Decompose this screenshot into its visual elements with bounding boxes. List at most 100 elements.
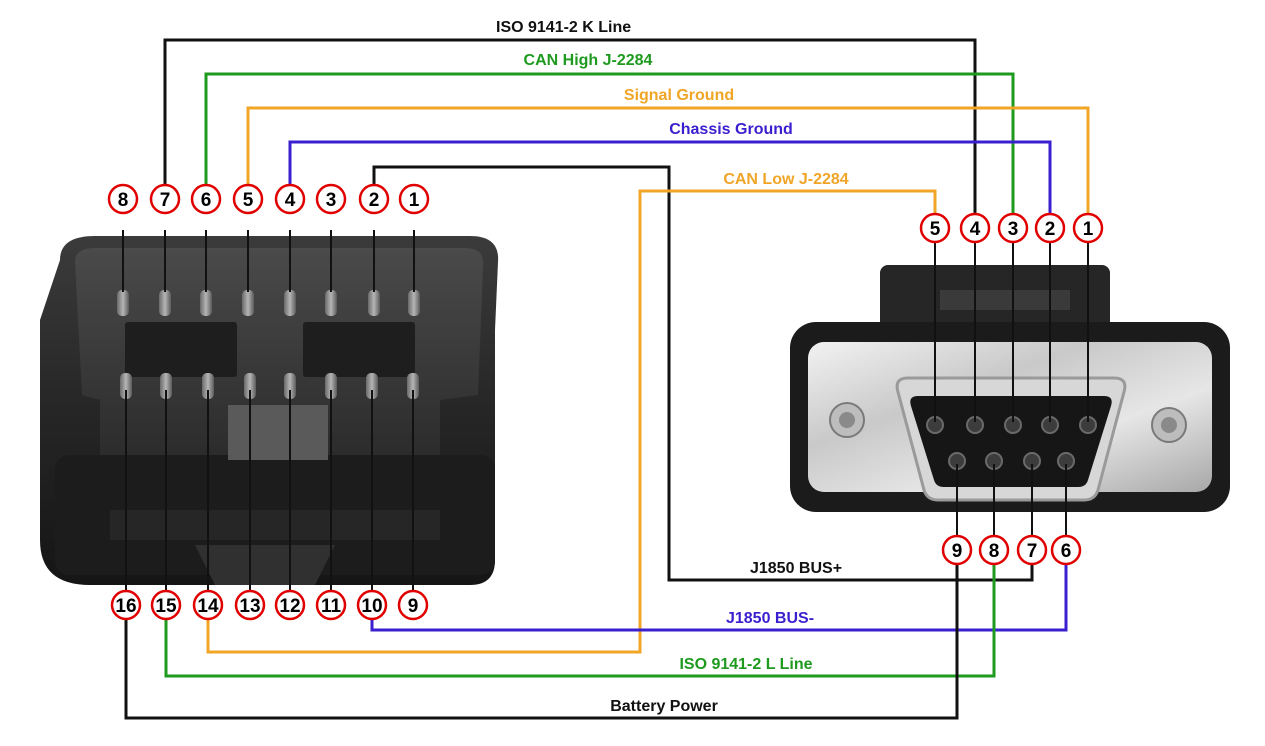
obd2-face [75,248,484,455]
obd2-pin-label-11-ring [315,589,347,621]
obd2-contact-bottom-13 [244,373,256,399]
label-j1850-bus-minus: J1850 BUS- [726,610,814,627]
db9-pin-label-9-ring [941,534,973,566]
obd2-pin-label-16-ring [110,589,142,621]
obd2-contact-bottom-12 [284,373,296,399]
db9-pin-label-1-ring [1072,212,1104,244]
wire-signal-ground [246,106,1090,213]
obd2-pin-label-1-ring [398,183,430,215]
obd2-pin-label-15: 15 [150,589,182,621]
wire-battery-power [124,565,959,720]
db9-pin-label-5-number: 5 [930,219,941,240]
obd2-key-slot-left [125,322,237,377]
obd2-pin-label-4-number: 4 [285,190,296,211]
obd2-pin-label-15-number: 15 [155,596,177,617]
db9-screw-left-inner [839,412,855,428]
db9-connector [790,243,1230,536]
obd2-pin-label-6-ring [190,183,222,215]
obd2-pin-label-16-number: 16 [115,596,136,617]
obd2-pin-label-10: 10 [356,589,388,621]
obd2-pin-label-5: 5 [232,183,264,215]
obd2-pin-label-13-ring [234,589,266,621]
db9-pin-label-3-number: 3 [1008,219,1019,240]
obd2-pin-label-7: 7 [149,183,181,215]
obd2-pin-label-9-ring [397,589,429,621]
obd2-pin-contacts [117,230,420,590]
wire-iso-l-line [164,565,996,678]
obd2-pin-label-14: 14 [192,589,224,621]
obd2-key-tab [228,405,328,460]
obd2-pin-label-2-number: 2 [369,190,380,211]
obd2-contact-top-4 [284,290,296,316]
db9-pin-label-3-ring [997,212,1029,244]
db9-pin-label-8-number: 8 [989,541,1000,562]
obd2-pin-label-13-number: 13 [239,596,260,617]
obd2-pin-label-9: 9 [397,589,429,621]
obd2-pin-label-4: 4 [274,183,306,215]
obd2-key-slot-right [303,322,415,377]
obd2-pin-label-6-number: 6 [201,190,212,211]
label-can-high: CAN High J-2284 [524,52,653,69]
obd2-pin-label-13: 13 [234,589,266,621]
obd2-pin-label-8-number: 8 [118,190,129,211]
obd2-pin-label-12: 12 [274,589,306,621]
wire-labels: ISO 9141-2 K Line CAN High J-2284 Signal… [496,19,849,715]
db9-pin-label-1-number: 1 [1083,219,1094,240]
db9-pin-label-9: 9 [941,534,973,566]
obd2-pin-label-3: 3 [315,183,347,215]
obd2-contact-bottom-10 [366,373,378,399]
obd2-pin-label-7-number: 7 [160,190,171,211]
db9-pin-label-1: 1 [1072,212,1104,244]
obd2-contact-top-6 [200,290,212,316]
obd2-contact-bottom-9 [407,373,419,399]
db9-socket-holes [926,243,1097,536]
db9-pin-label-5-ring [919,212,951,244]
obd2-contact-top-5 [242,290,254,316]
db9-insert [910,396,1112,487]
obd2-pin-label-11: 11 [315,589,347,621]
db9-pin-label-9-number: 9 [952,541,963,562]
db9-pin-label-3: 3 [997,212,1029,244]
db9-pin-label-4-number: 4 [970,219,981,240]
db9-pin-label-7-ring [1016,534,1048,566]
db9-pin-label-2-ring [1034,212,1066,244]
wire-layer [124,38,1090,720]
obd2-contact-top-7 [159,290,171,316]
obd2-pin-label-1-number: 1 [409,190,420,211]
wire-j1850-bus-minus [370,565,1068,632]
obd2-contact-bottom-15 [160,373,172,399]
obd2-connector [40,230,499,590]
db9-pin-label-8: 8 [978,534,1010,566]
wire-j1850-bus-plus [372,165,1034,582]
db9-pin-label-4-ring [959,212,991,244]
obd2-pin-label-15-ring [150,589,182,621]
obd2-pin-label-5-ring [232,183,264,215]
db9-pin-label-7: 7 [1016,534,1048,566]
obd2-pin-label-11-number: 11 [321,596,342,617]
obd2-pin-label-6: 6 [190,183,222,215]
obd2-pin-label-10-number: 10 [361,596,382,617]
obd2-pin-label-9-number: 9 [408,596,419,617]
wire-can-low [206,189,937,654]
label-j1850-bus-plus: J1850 BUS+ [750,560,842,577]
db9-pin-label-6: 6 [1050,534,1082,566]
obd2-pin-label-14-ring [192,589,224,621]
obd2-latch [195,545,335,585]
obd2-pin-label-3-ring [315,183,347,215]
obd2-contact-top-1 [408,290,420,316]
db9-pin-label-6-number: 6 [1061,541,1072,562]
label-battery-power: Battery Power [610,698,718,715]
label-iso-l-line: ISO 9141-2 L Line [679,656,812,673]
obd2-pin-label-1: 1 [398,183,430,215]
db9-pin-label-8-ring [978,534,1010,566]
db9-pin-label-6-ring [1050,534,1082,566]
obd2-contact-bottom-11 [325,373,337,399]
obd2-pin-label-4-ring [274,183,306,215]
wire-chassis-ground [288,140,1052,213]
obd2-pin-label-12-number: 12 [279,596,300,617]
obd2-pin-label-14-number: 14 [197,596,219,617]
obd2-pin-label-16: 16 [110,589,142,621]
db9-pin-label-7-number: 7 [1027,541,1038,562]
